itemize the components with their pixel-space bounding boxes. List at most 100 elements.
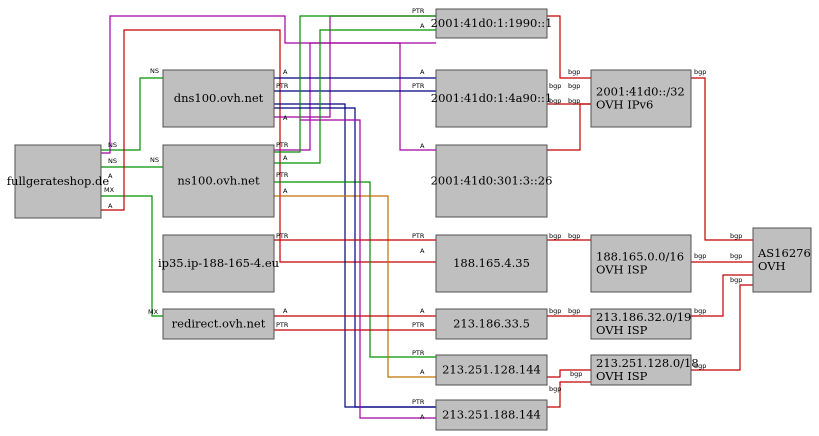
edge-ptr-188b	[300, 119, 436, 419]
edge-label-bgp: bgp	[549, 82, 561, 90]
edge-ptr-ns100-128	[274, 181, 436, 358]
node-label: 213.251.188.144	[442, 408, 541, 422]
node-box	[590, 69, 692, 128]
node-label: OVH IPv6	[596, 98, 653, 112]
edge-label-ptr: PTR	[276, 82, 289, 90]
edge-label-bgp: bgp	[568, 97, 580, 105]
node-label: AS16276	[757, 246, 811, 260]
edge-ns-dns100	[101, 77, 163, 151]
edge-label-a: A	[420, 247, 425, 255]
edges-layer	[101, 15, 753, 419]
nodes-layer: fullgerateshop.de dns100.ovh.net ns100.ovh…	[7, 8, 812, 431]
edge-ptr-dns100	[274, 15, 436, 118]
edge-label-ns: NS	[108, 157, 117, 165]
edge-label-bgp: bgp	[549, 307, 561, 315]
edge-label-ptr: PTR	[412, 82, 425, 90]
edge-bgp-188b	[547, 381, 591, 408]
node-box	[590, 354, 692, 386]
node-box	[590, 308, 692, 340]
edge-label-bgp: bgp	[694, 252, 706, 260]
node-box	[435, 354, 548, 386]
edge-label-bgp: bgp	[694, 362, 706, 370]
edge-ptr-dns100-188	[274, 107, 436, 408]
edge-label-a: A	[420, 413, 425, 421]
edge-label-ptr: PTR	[412, 321, 425, 329]
node-label: 188.165.0.0/16	[596, 250, 684, 264]
edge-label-bgp: bgp	[549, 97, 561, 105]
node-dns100[interactable]: dns100.ovh.net	[162, 69, 275, 128]
edge-label-mx: MX	[148, 308, 159, 316]
node-ip188_165_4_35[interactable]: 188.165.4.35	[435, 234, 548, 293]
edge-label-a: A	[420, 307, 425, 315]
edge-label-bgp: bgp	[730, 276, 742, 284]
node-redirect[interactable]: redirect.ovh.net	[162, 308, 275, 340]
node-ns100[interactable]: ns100.ovh.net	[162, 144, 275, 218]
edge-label-bgp: bgp	[730, 252, 742, 260]
node-box	[590, 234, 692, 293]
node-label: 213.186.33.5	[453, 317, 530, 331]
node-label: 2001:41d0:1:4a90::1	[431, 91, 552, 105]
edge-label-ptr: PTR	[276, 141, 289, 149]
node-box	[435, 399, 548, 431]
node-box	[435, 144, 548, 218]
edge-label-bgp: bgp	[549, 232, 561, 240]
edge-label-ptr: PTR	[412, 398, 425, 406]
edge-label-bgp: bgp	[568, 68, 580, 76]
edge-ptr-ns100-v6	[274, 15, 436, 153]
edge-label-bgp: bgp	[570, 370, 582, 378]
edge-label-bgp: bgp	[730, 232, 742, 240]
node-label: OVH ISP	[596, 263, 648, 277]
edge-a-ns100-v6	[274, 29, 436, 164]
node-ip213_251_128_144[interactable]: 213.251.128.144	[435, 354, 548, 386]
node-v6_4a90[interactable]: 2001:41d0:1:4a90::1	[431, 69, 552, 128]
node-v6_301[interactable]: 2001:41d0:301:3::26	[431, 144, 553, 218]
edge-label-ns: NS	[108, 141, 117, 149]
node-v6_1990[interactable]: 2001:41d0:1:1990::1	[431, 8, 553, 39]
edge-label-bgp: bgp	[694, 307, 706, 315]
node-box	[162, 308, 275, 340]
edge-bgp-301	[547, 103, 591, 151]
edge-ptr-301	[101, 15, 436, 154]
edge-mx-redirect	[101, 195, 163, 317]
node-label: OVH ISP	[596, 323, 648, 337]
node-label: 2001:41d0::/32	[596, 85, 685, 99]
edge-label-bgp: bgp	[549, 385, 561, 393]
edge-label-ns: NS	[150, 67, 159, 75]
edge-label-ptr: PTR	[412, 232, 425, 240]
node-box	[435, 69, 548, 128]
edge-label-bgp: bgp	[568, 232, 580, 240]
edge-bgp-128	[547, 369, 591, 378]
node-box	[162, 234, 275, 293]
node-label: 2001:41d0:301:3::26	[431, 174, 553, 188]
node-ip213_186_33_5[interactable]: 213.186.33.5	[435, 308, 548, 340]
edge-label-a: A	[420, 68, 425, 76]
node-label: fullgerateshop.de	[7, 174, 110, 188]
edge-label-ns: NS	[150, 156, 159, 164]
node-box	[14, 144, 102, 219]
edge-a-ns100-128	[274, 195, 436, 378]
node-label: ip35.ip-188-165-4.eu	[158, 256, 279, 270]
edge-label-a: A	[108, 172, 113, 180]
node-box	[162, 69, 275, 128]
node-label: 213.251.128.144	[442, 363, 541, 377]
edge-label-ptr: PTR	[412, 349, 425, 357]
edge-label-a: A	[420, 22, 425, 30]
node-ip213_251_188_144[interactable]: 213.251.188.144	[435, 399, 548, 431]
node-fullgerateshop[interactable]: fullgerateshop.de	[7, 144, 110, 219]
node-label: 213.186.32.0/19	[596, 310, 691, 324]
edge-label-bgp: bgp	[694, 68, 706, 76]
node-ip35[interactable]: ip35.ip-188-165-4.eu	[158, 234, 279, 293]
edge-label-ptr: PTR	[412, 7, 425, 15]
edge-label-a: A	[108, 202, 113, 210]
node-box	[435, 8, 548, 39]
node-box	[435, 308, 548, 340]
edge-bgp-251-as	[691, 284, 753, 371]
node-box	[162, 144, 275, 218]
edge-label-a: A	[283, 187, 288, 195]
